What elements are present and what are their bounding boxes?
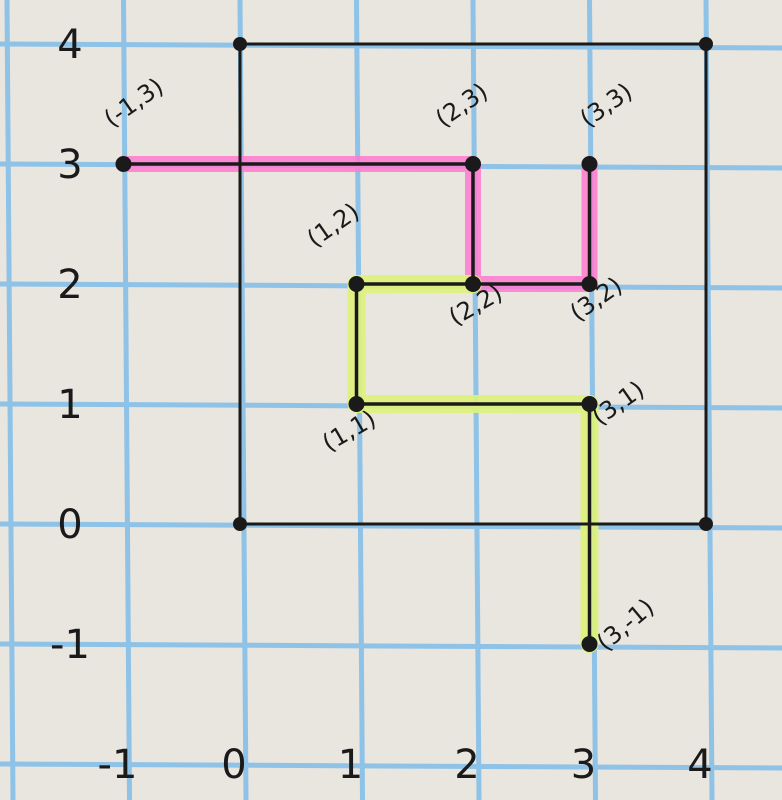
point-dot bbox=[581, 636, 598, 652]
corner-dot bbox=[233, 37, 247, 51]
corner-dot bbox=[233, 517, 247, 531]
grid-line-horizontal bbox=[0, 641, 782, 651]
x-tick-label: 4 bbox=[687, 742, 712, 788]
point-dot bbox=[581, 156, 598, 172]
corner-dot bbox=[699, 517, 713, 531]
point-label: (1,2) bbox=[302, 197, 365, 253]
grid-line-horizontal bbox=[0, 41, 782, 51]
point-dot bbox=[581, 396, 598, 412]
x-tick-label: 3 bbox=[571, 742, 596, 788]
ink-lines bbox=[123, 42, 708, 644]
point-dot bbox=[581, 276, 598, 292]
point-label: (3,1) bbox=[587, 375, 650, 431]
grid-line-horizontal bbox=[0, 761, 782, 771]
y-tick-label: -1 bbox=[50, 622, 90, 668]
point-label: (1,1) bbox=[318, 404, 381, 457]
point-label: (2,3) bbox=[430, 77, 493, 133]
point-dots bbox=[115, 37, 713, 652]
y-tick-label: 2 bbox=[57, 262, 82, 308]
grid-line-vertical bbox=[121, 0, 132, 800]
x-tick-label: 0 bbox=[221, 742, 246, 788]
point-label: (-1,3) bbox=[99, 72, 169, 133]
y-tick-label: 1 bbox=[57, 382, 82, 428]
point-dot bbox=[348, 396, 365, 412]
y-tick-label: 4 bbox=[57, 22, 82, 68]
corner-dot bbox=[699, 37, 713, 51]
point-dot bbox=[115, 156, 132, 172]
point-dot bbox=[348, 276, 365, 292]
axis-tick-labels: -1 0 1 2 3 4 4 3 2 1 0 -1 bbox=[50, 22, 713, 788]
y-tick-label: 3 bbox=[57, 142, 82, 188]
ink-path-yellow bbox=[354, 282, 592, 644]
point-dot bbox=[465, 276, 481, 292]
point-label: (3,3) bbox=[575, 77, 638, 133]
x-tick-label: 2 bbox=[454, 742, 479, 788]
x-tick-label: -1 bbox=[98, 742, 138, 788]
x-tick-label: 1 bbox=[338, 742, 363, 788]
yellow-highlight-path bbox=[347, 275, 599, 653]
point-dot bbox=[465, 156, 481, 172]
grid-line-horizontal bbox=[0, 521, 782, 531]
grid-line-vertical bbox=[4, 0, 16, 800]
y-tick-label: 0 bbox=[57, 502, 82, 548]
